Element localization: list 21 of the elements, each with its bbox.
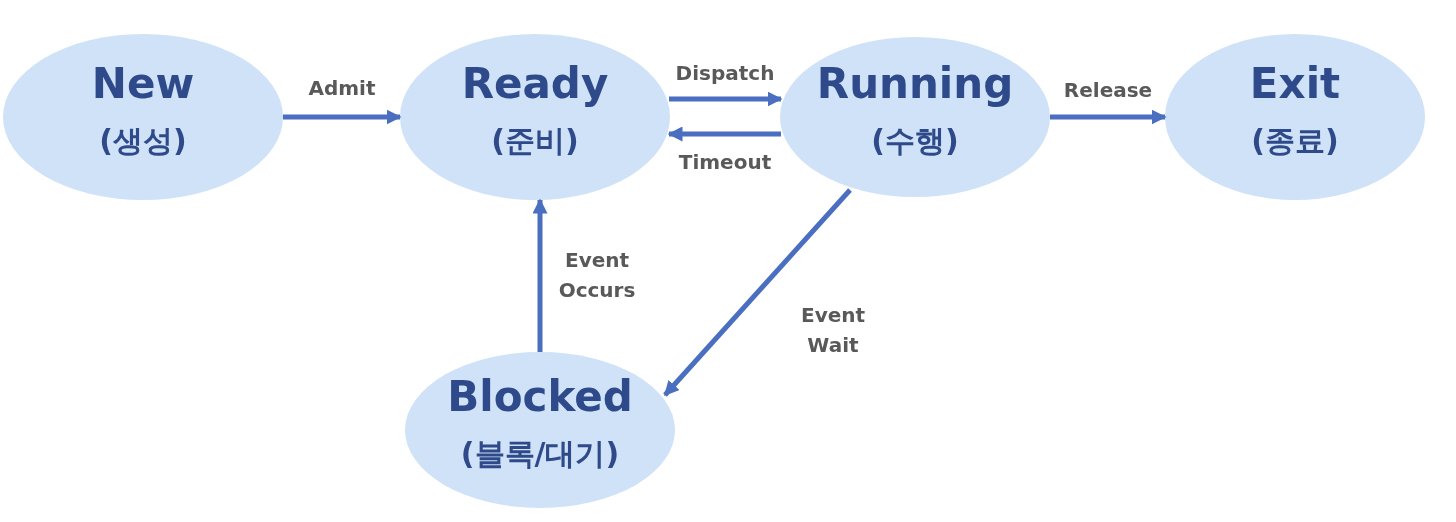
state-ellipse xyxy=(400,34,670,200)
arrow xyxy=(667,126,781,142)
state-subtitle: (생성) xyxy=(98,122,188,160)
arrow xyxy=(669,91,783,107)
arrow xyxy=(283,109,402,125)
state-name: Blocked xyxy=(446,372,634,421)
state-subtitle: (블록/대기) xyxy=(459,435,621,473)
state-subtitle: (종료) xyxy=(1250,122,1340,160)
arrow xyxy=(532,198,548,352)
state-ellipse xyxy=(1165,34,1425,200)
state-ellipse xyxy=(405,352,675,508)
state-name: Exit xyxy=(1248,59,1342,108)
state-name: Running xyxy=(815,59,1015,108)
state-ellipse xyxy=(3,34,283,200)
arrow xyxy=(1050,109,1167,125)
arrow xyxy=(663,188,852,397)
state-subtitle: (준비) xyxy=(490,122,580,160)
state-name: New xyxy=(90,59,196,108)
state-ellipse xyxy=(780,37,1050,197)
state-name: Ready xyxy=(460,59,610,108)
state-subtitle: (수행) xyxy=(870,122,960,160)
